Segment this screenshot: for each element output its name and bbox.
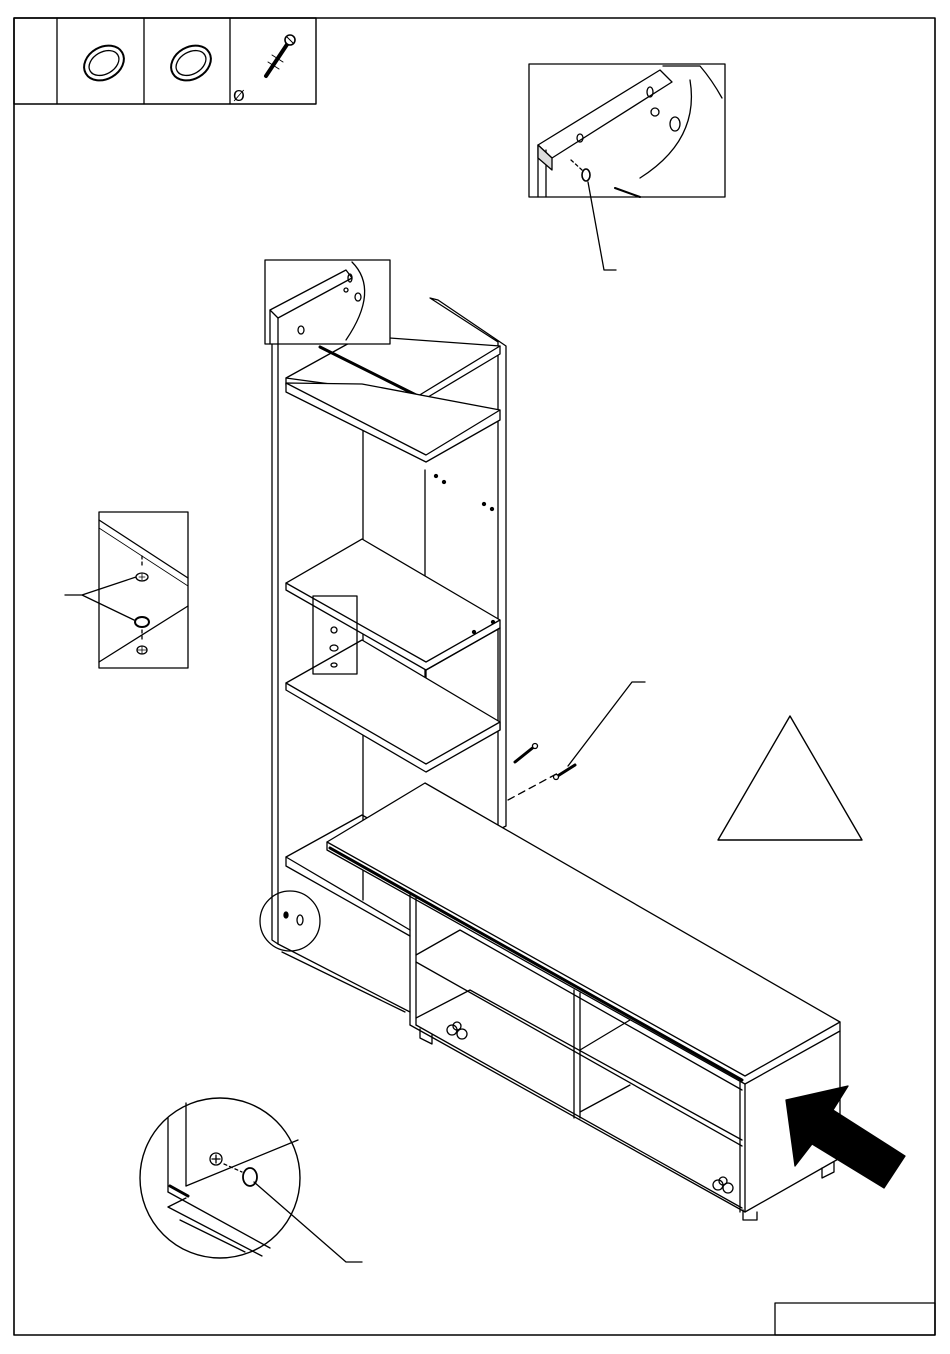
hinge-icon xyxy=(713,1177,733,1193)
page-number-box xyxy=(775,1303,935,1335)
parts-table: Ø xyxy=(14,18,316,105)
detail-inset-left xyxy=(99,512,188,668)
tv-cabinet xyxy=(327,783,840,1220)
hinge-icon xyxy=(447,1022,467,1039)
warning-triangle-icon xyxy=(718,716,862,840)
callout-line-top xyxy=(588,182,616,270)
detail-inset-top xyxy=(529,64,725,197)
screw-icon xyxy=(266,35,295,76)
screw-insertion-guide xyxy=(508,682,645,800)
magnified-detail-circle xyxy=(140,1098,362,1262)
cam-ring-icon xyxy=(165,39,217,88)
diameter-symbol: Ø xyxy=(233,87,245,105)
callout-line-left xyxy=(65,577,136,620)
cam-ring-icon xyxy=(78,39,130,88)
push-arrow-icon xyxy=(786,1086,905,1188)
